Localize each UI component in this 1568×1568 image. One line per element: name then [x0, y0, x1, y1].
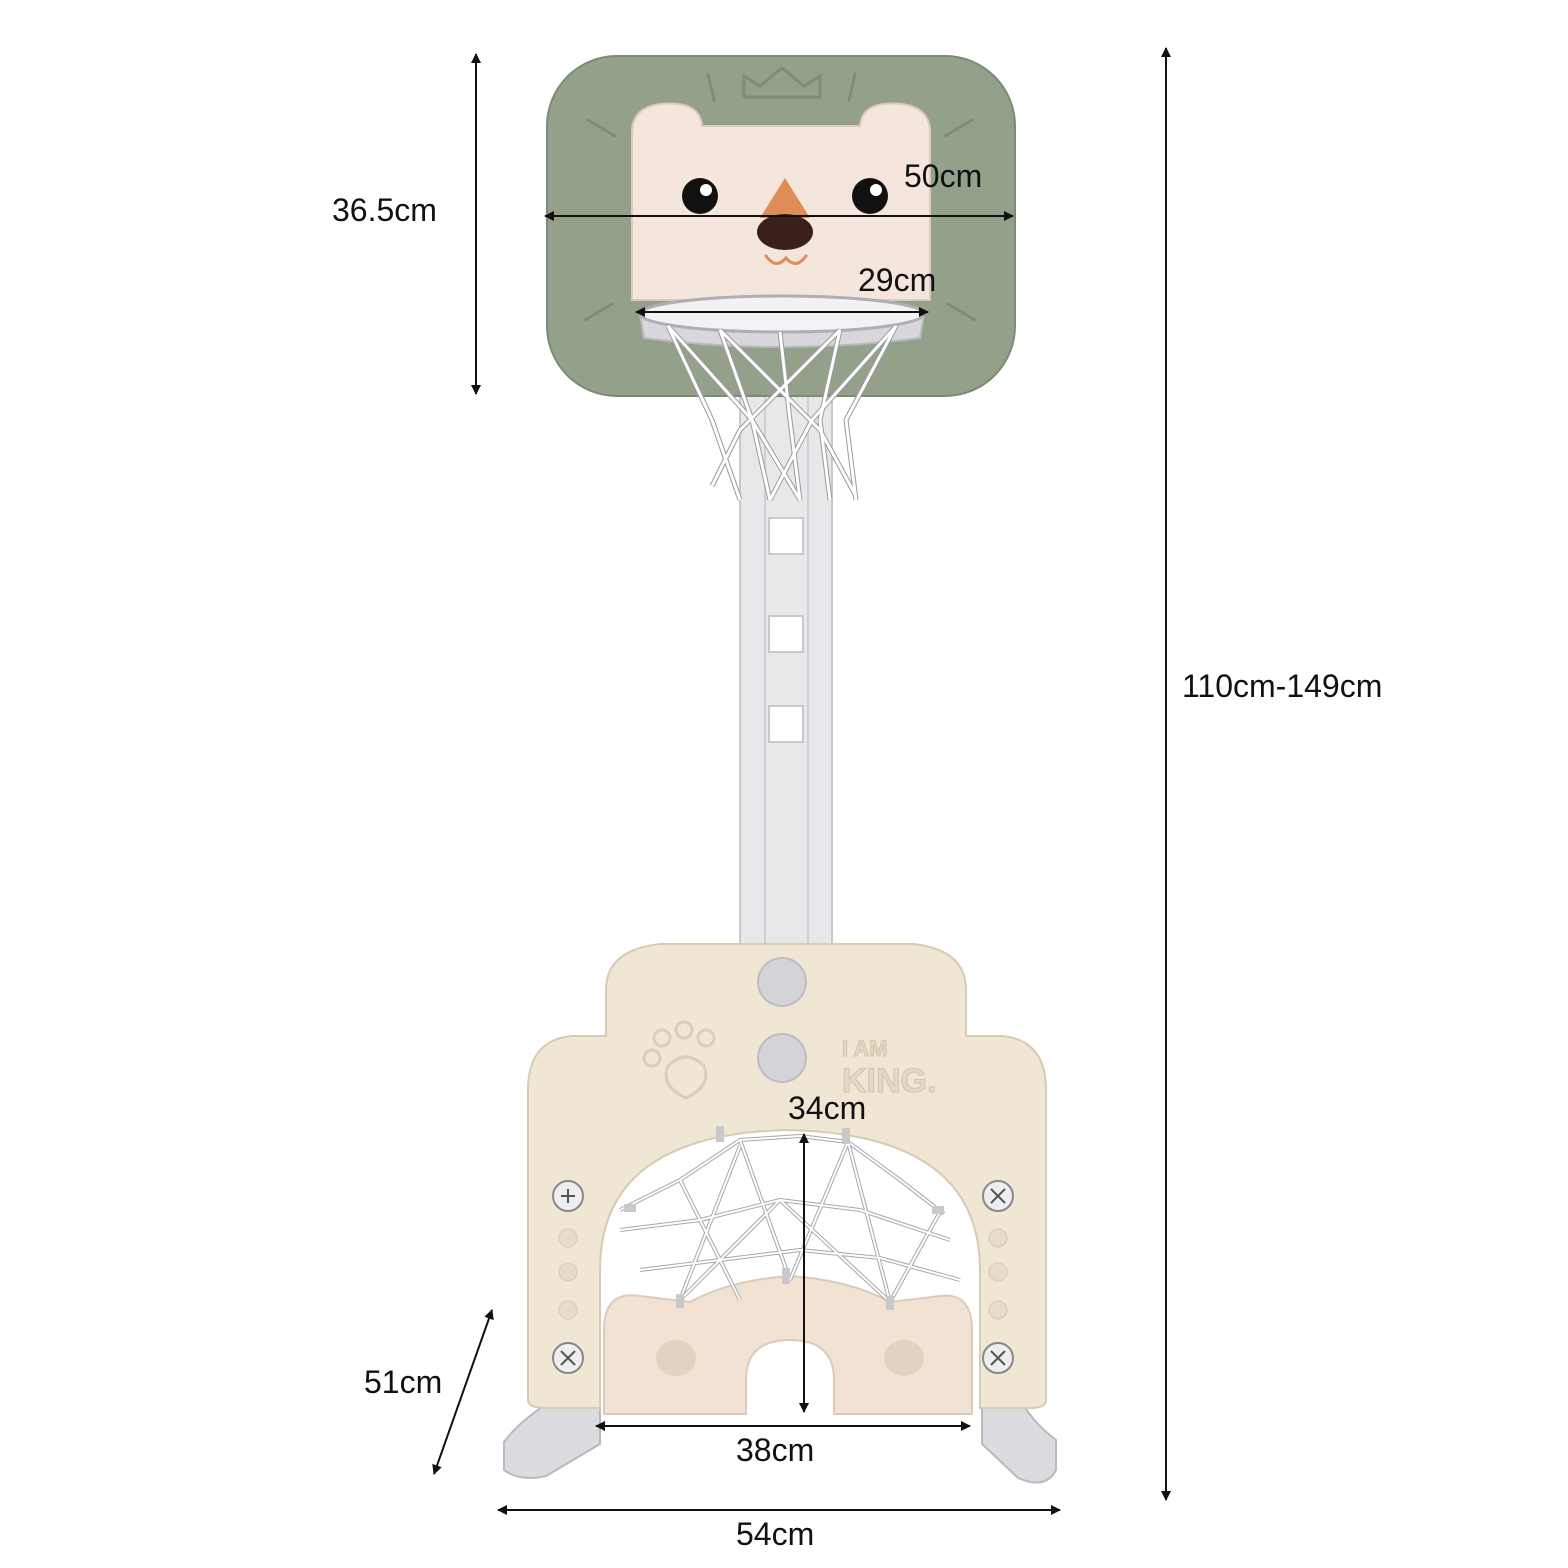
crown-icon: [742, 66, 822, 99]
base-depth-label: 51cm: [364, 1364, 443, 1400]
nose-icon: [760, 178, 810, 218]
pole-adjust-hole: [768, 705, 804, 743]
goal-base: I AM KING.: [527, 943, 1047, 1415]
mouth-icon: [757, 214, 813, 250]
height-adjust-button: [757, 1033, 807, 1083]
screw-icon: [552, 1342, 584, 1374]
paw-print-icon: [642, 1020, 716, 1100]
pole-adjust-hole: [768, 615, 804, 653]
arrow-base-depth: [432, 1309, 494, 1475]
dimension-arrows: [432, 47, 1171, 1515]
base-feet: [503, 1396, 1057, 1484]
bear-face-panel: [631, 102, 931, 301]
pole-adjust-hole: [768, 517, 804, 555]
hoop-diameter-label: 29cm: [858, 262, 937, 298]
height-adjust-button: [757, 957, 807, 1007]
embossed-text-line2: KING.: [842, 1062, 936, 1100]
screw-icon: [982, 1342, 1014, 1374]
backboard-height-label: 36.5cm: [332, 192, 437, 228]
embossed-text-line1: I AM: [842, 1036, 888, 1061]
screw-icon: [552, 1180, 584, 1212]
goal-width-label: 38cm: [736, 1432, 815, 1468]
screw-icon: [982, 1180, 1014, 1212]
total-height-label: 110cm-149cm: [1182, 668, 1383, 704]
goal-height-label: 34cm: [788, 1090, 867, 1126]
hoop-net: [665, 324, 899, 502]
backboard-width-label: 50cm: [904, 158, 983, 194]
base-width-label: 54cm: [736, 1516, 815, 1552]
